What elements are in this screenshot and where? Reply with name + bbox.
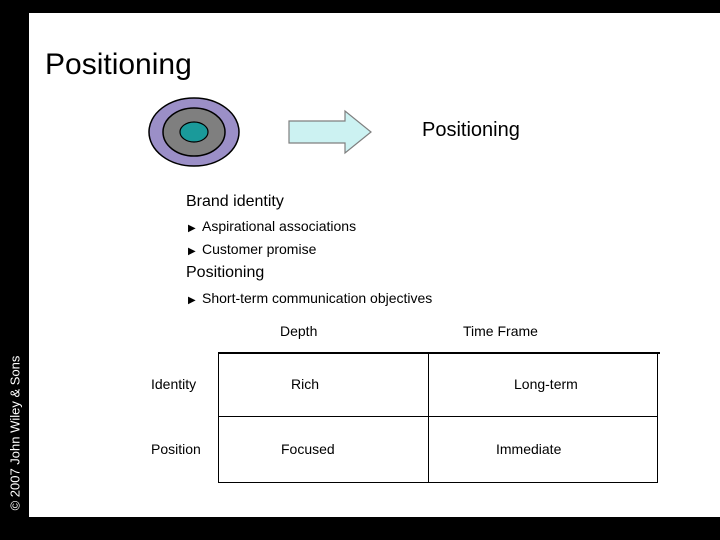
depth-cell: Focused <box>281 441 335 457</box>
table-middle-rule <box>219 416 658 417</box>
timeframe-cell: Long-term <box>514 376 578 392</box>
table-right-rule <box>657 352 658 483</box>
positioning-target-label: Positioning <box>422 119 520 141</box>
column-header-time-frame: Time Frame <box>463 323 538 339</box>
copyright-bar: © 2007 John Wiley & Sons <box>0 13 29 517</box>
column-header-depth: Depth <box>280 323 318 339</box>
slide-canvas <box>29 13 720 517</box>
table-column-divider <box>428 352 429 483</box>
table-left-rule <box>218 352 219 483</box>
row-label: Identity <box>151 376 197 392</box>
inner-core <box>179 121 209 143</box>
row-label: Position <box>151 441 201 457</box>
slide-title: Positioning <box>45 48 192 81</box>
table-bottom-rule <box>219 482 658 483</box>
section-heading-brand-identity: Brand identity <box>186 193 284 210</box>
list-item: ▶Short-term communication objectives <box>188 290 433 306</box>
section-heading-positioning: Positioning <box>186 264 265 281</box>
list-item: ▶Customer promise <box>188 241 317 257</box>
table-top-rule <box>219 352 660 354</box>
list-item: ▶Aspirational associations <box>188 218 357 234</box>
triangle-right-icon: ▶ <box>188 223 196 234</box>
arrow-shape <box>288 109 372 155</box>
depth-cell: Rich <box>291 376 320 392</box>
timeframe-cell: Immediate <box>496 441 562 457</box>
triangle-right-icon: ▶ <box>188 246 196 257</box>
triangle-right-icon: ▶ <box>188 295 196 306</box>
